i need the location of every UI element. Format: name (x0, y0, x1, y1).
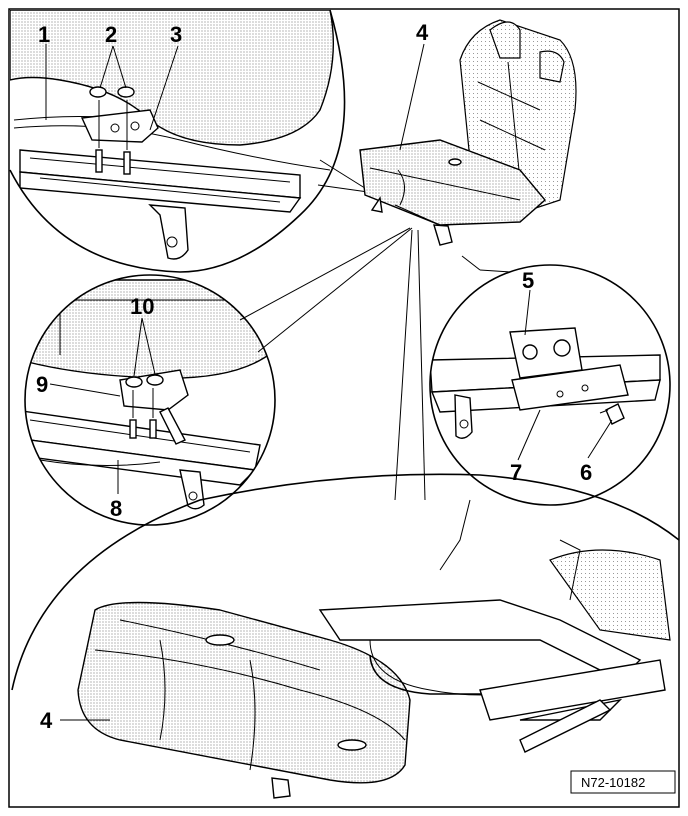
detail-bottom (11, 229, 680, 799)
callout-2: 2 (105, 22, 117, 47)
reference-code: N72-10182 (581, 775, 645, 790)
callout-7: 7 (510, 460, 522, 485)
seat-overview (359, 19, 577, 246)
leader-lines (45, 43, 613, 721)
callout-6: 6 (580, 460, 592, 485)
callout-5: 5 (522, 268, 534, 293)
callout-1: 1 (38, 22, 50, 47)
callout-4-seat: 4 (416, 20, 429, 45)
callout-9: 9 (36, 372, 48, 397)
callout-3: 3 (170, 22, 182, 47)
detail-middle-right (429, 255, 671, 506)
detail-middle-left (24, 227, 413, 526)
diagram-frame (8, 8, 680, 808)
detail-top-left (9, 9, 369, 273)
callout-4-cushion: 4 (40, 708, 53, 733)
callout-8: 8 (110, 496, 122, 521)
callout-10: 10 (130, 294, 154, 319)
reference-code-box (570, 770, 676, 794)
